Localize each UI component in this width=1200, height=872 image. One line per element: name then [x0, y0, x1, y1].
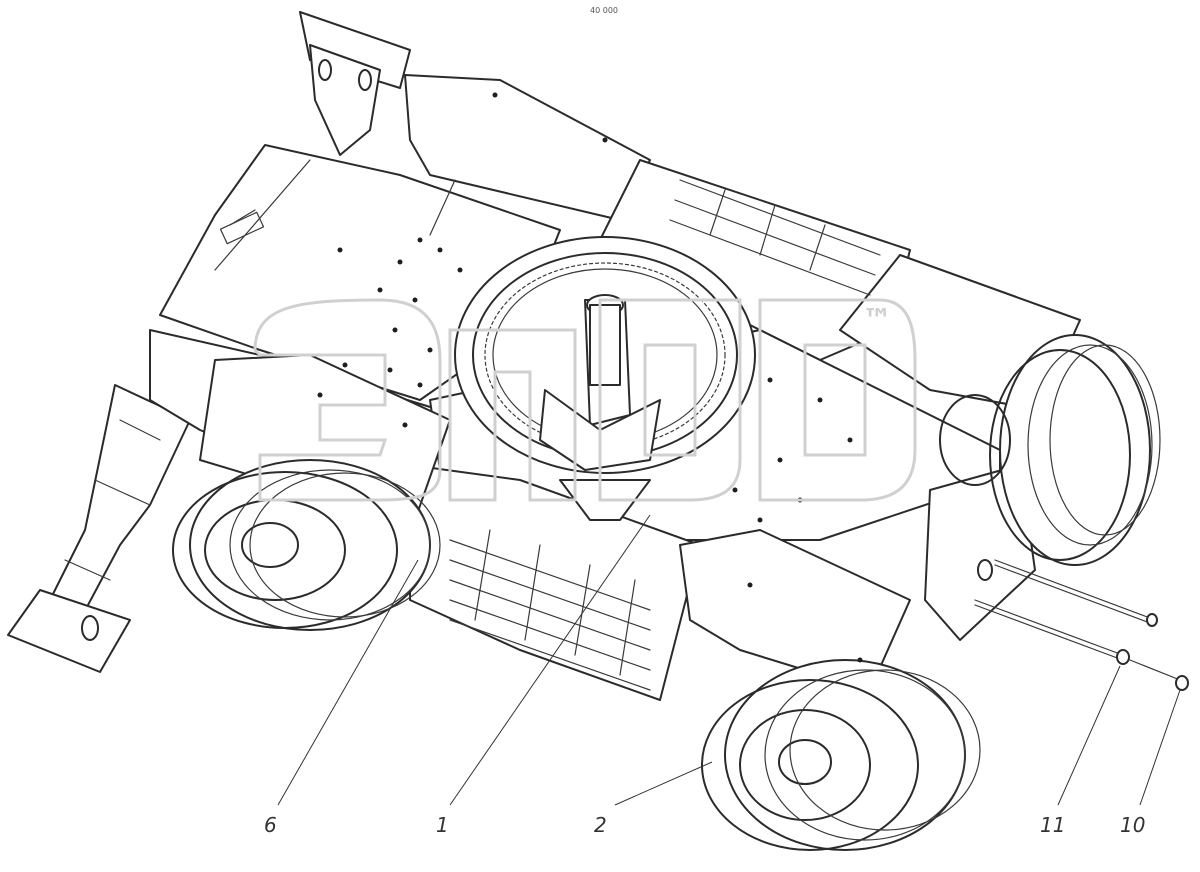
wheel-rear-right	[939, 334, 1161, 566]
rivet-pattern	[317, 92, 863, 663]
watermark-tm: ™	[862, 303, 892, 338]
callout-11: 11	[1040, 813, 1065, 837]
callout-2: 2	[594, 813, 607, 837]
callout-10: 10	[1120, 813, 1145, 837]
radiator-grille	[449, 179, 881, 691]
wheel-front-right	[701, 659, 981, 851]
leader-lines	[277, 514, 1181, 806]
wheel-front-left	[172, 459, 441, 631]
pins-exploded	[974, 559, 1189, 691]
top-note: 40 000	[590, 6, 618, 15]
callout-6: 6	[264, 813, 277, 837]
tow-bar	[7, 11, 411, 673]
watermark: ™	[253, 298, 917, 502]
callout-1: 1	[436, 813, 449, 837]
